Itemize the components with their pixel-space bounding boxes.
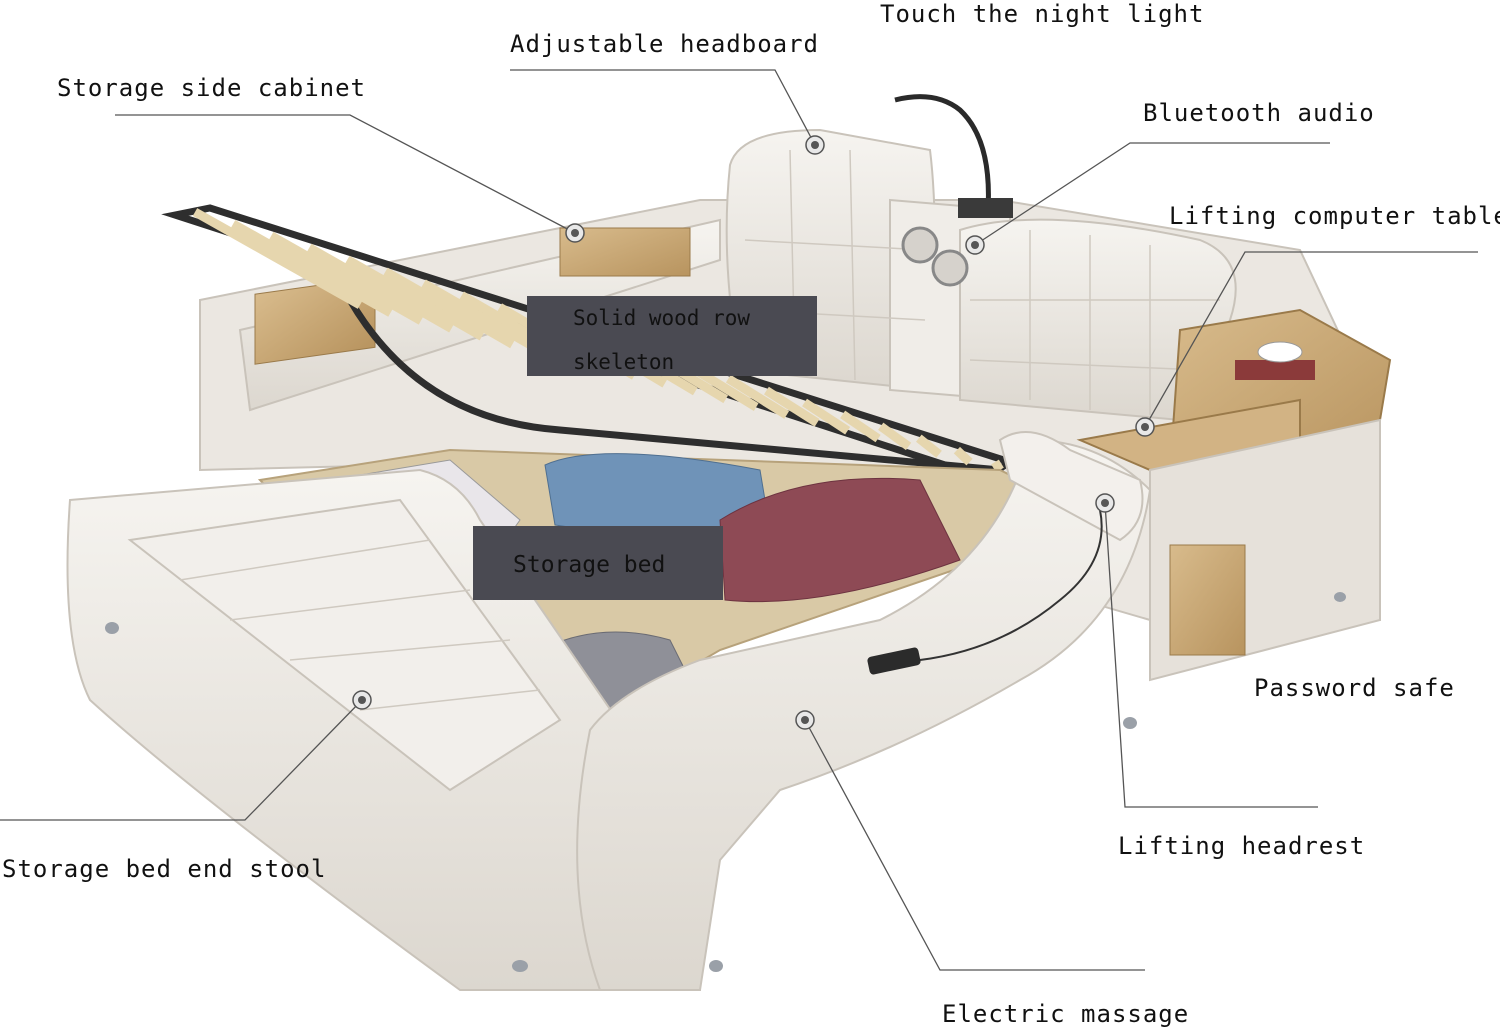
label-side-cabinet: Storage side cabinet [57,74,366,102]
box-wood-skeleton: Solid wood row skeleton [527,296,817,376]
slat [802,398,851,435]
slat [421,279,546,357]
label-night-light: Touch the night light [880,0,1205,28]
box-storage-bed: Storage bed [473,526,723,600]
slat [840,410,881,443]
slat [383,267,515,349]
massage-chaise [576,438,1152,991]
speaker-icon [931,249,969,287]
label-computer-table: Lifting computer table [1169,202,1500,230]
password-safe-compartment [1169,544,1246,656]
label-headboard: Adjustable headboard [510,30,819,58]
slat [307,243,454,333]
slat [953,446,973,466]
slat [916,434,942,458]
callout-markers [352,135,1155,730]
speaker-icon [901,226,939,264]
cup-icon [1257,341,1303,363]
lifting-headrest-cushion [998,431,1144,542]
night-light-lamp [894,94,991,211]
slat [878,422,912,451]
slat [725,374,790,419]
headboard-right [959,218,1237,422]
book-stack [1235,360,1315,380]
box-wood-skeleton-line2: skeleton [573,350,675,374]
slat [192,208,363,309]
bed-feet [105,592,1346,972]
slat [345,255,485,341]
end-stool-stitching [179,539,541,711]
slat [230,219,393,317]
label-end-stool: Storage bed end stool [2,855,327,883]
remote-control [867,647,921,675]
label-massage: Electric massage [942,1000,1190,1028]
folded-red-blanket [719,477,961,603]
label-headrest: Lifting headrest [1118,832,1366,860]
slat [268,231,424,325]
label-bluetooth: Bluetooth audio [1143,99,1375,127]
slat [991,459,1004,473]
end-stool-top-cushion [127,498,562,792]
remote-cable [919,509,1103,661]
box-storage-bed-label: Storage bed [513,552,666,578]
slat [764,386,820,427]
night-light-base [958,198,1013,218]
leader-lines [0,69,1478,971]
box-wood-skeleton-line1: Solid wood row [573,306,751,330]
headboard-stitching [744,149,1220,415]
label-password-safe: Password safe [1254,674,1455,702]
